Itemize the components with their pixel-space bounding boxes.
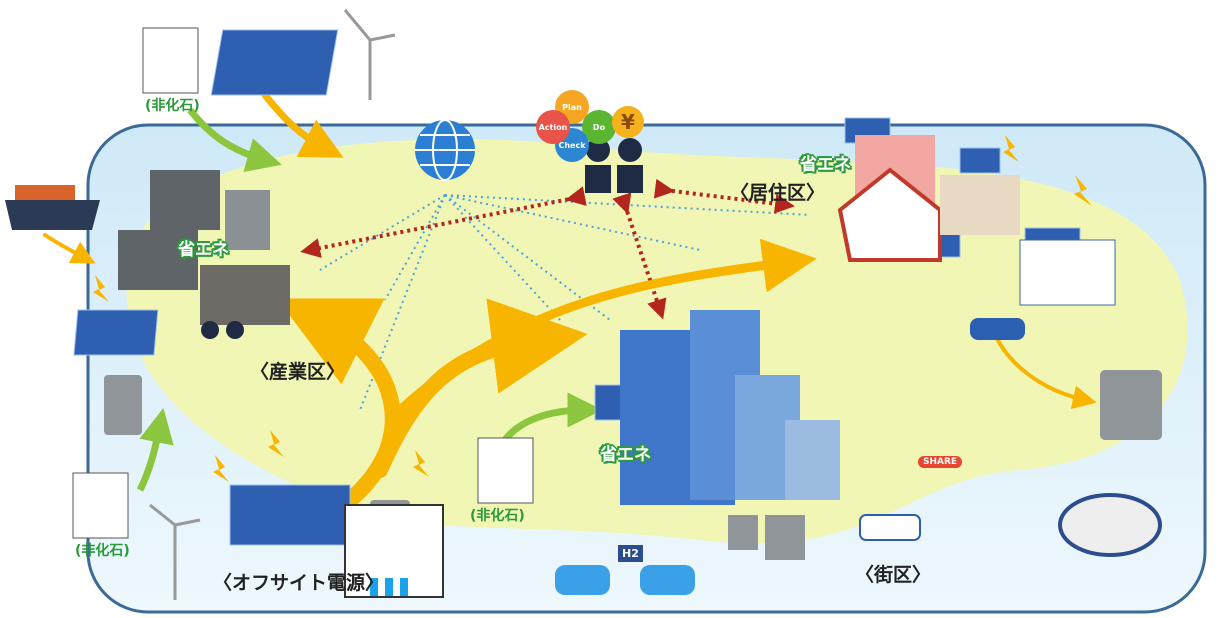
- non-fossil-label: (非化石): [75, 543, 130, 559]
- bike-share-badge: SHARE: [918, 456, 963, 468]
- label-residential: 〈居住区〉: [730, 182, 826, 204]
- hydrogen-station-badge: H2: [618, 545, 643, 562]
- label-offsite: 〈オフサイト電源〉: [213, 572, 385, 594]
- globe-icon: [415, 119, 475, 181]
- non-fossil-label: (非化石): [470, 508, 525, 524]
- stadium-icon: [1058, 493, 1162, 557]
- label-industrial: 〈産業区〉: [250, 361, 346, 383]
- pdca-action: Action: [536, 110, 570, 144]
- green-arrows: [136, 107, 603, 492]
- red-dotted-arrows: [300, 178, 795, 320]
- energy-saving-badge: 省エネ: [800, 155, 851, 175]
- lightning-icons: [93, 135, 1092, 482]
- document-icons: [72, 27, 534, 539]
- energy-saving-badge: 省エネ: [178, 240, 229, 260]
- train-icons: [859, 318, 1025, 541]
- energy-flow-arrows: [43, 91, 1097, 508]
- car-icons: [555, 565, 695, 595]
- factory-icon: [118, 170, 290, 325]
- ship-icon: [5, 185, 100, 230]
- label-town: 〈街区〉: [855, 564, 932, 586]
- wind-turbine-icons: [149, 9, 396, 600]
- plant-icon: [344, 504, 444, 598]
- non-fossil-label: (非化石): [145, 98, 200, 114]
- energy-saving-badge: 省エネ: [600, 445, 651, 465]
- building-icons: [620, 135, 1116, 505]
- people-icons: [201, 138, 643, 339]
- yen-icon: ¥: [612, 106, 644, 138]
